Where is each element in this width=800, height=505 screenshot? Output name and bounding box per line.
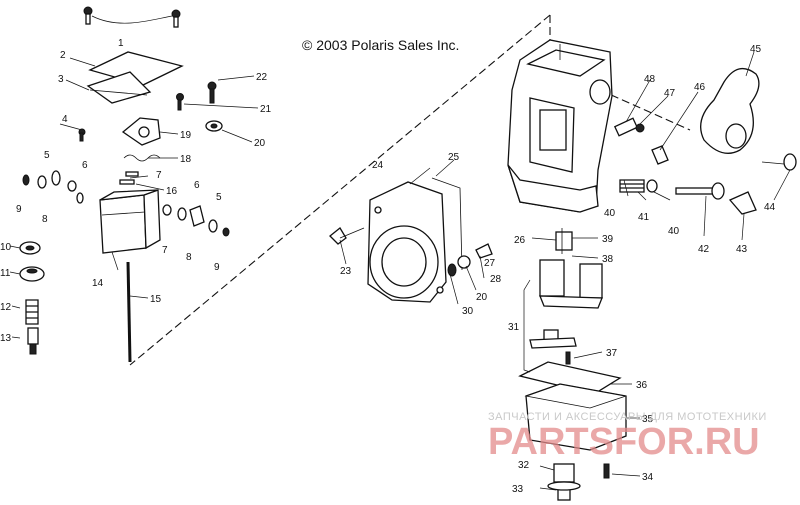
- callout-2: 2: [60, 50, 66, 61]
- washers-left-5-6-8-9: [22, 170, 84, 204]
- nut-part-20: [205, 120, 223, 132]
- callout-9a: 9: [16, 204, 22, 215]
- callout-31: 31: [508, 322, 520, 333]
- carburetor-body: [507, 39, 613, 213]
- callout-40a: 40: [604, 208, 616, 219]
- callout-40b: 40: [668, 226, 680, 237]
- callout-39: 39: [602, 234, 614, 245]
- fitting-part-46: [651, 145, 669, 165]
- callout-20b: 20: [476, 292, 488, 303]
- callout-6a: 6: [82, 160, 88, 171]
- spring-clip-part-18: [123, 154, 161, 162]
- callout-6b: 6: [194, 180, 200, 191]
- idle-screw-stack-10-13: [19, 241, 45, 355]
- callout-23: 23: [340, 266, 352, 277]
- watermark: ЗАПЧАСТИ И АКСЕССУАРЫ ДЛЯ МОТОТЕХНИКИ PA…: [488, 411, 767, 463]
- dashed-axis-line: [599, 89, 691, 131]
- screw-part-23: [329, 227, 365, 245]
- callout-19: 19: [180, 130, 192, 141]
- drain-fitting-part-32-33: [547, 463, 581, 501]
- callout-24: 24: [372, 160, 384, 171]
- callout-14: 14: [92, 278, 104, 289]
- callout-44: 44: [764, 202, 776, 213]
- copyright-text: © 2003 Polaris Sales Inc.: [302, 37, 459, 53]
- callout-13: 13: [0, 333, 12, 344]
- callout-8a: 8: [42, 214, 48, 225]
- callout-22: 22: [256, 72, 268, 83]
- small-parts-27-28-30-20: [447, 243, 493, 277]
- callout-20a: 20: [254, 138, 266, 149]
- callout-11: 11: [0, 268, 11, 279]
- callout-27: 27: [484, 258, 496, 269]
- callout-45: 45: [750, 44, 762, 55]
- washers-right-5-6-7-8-9: [162, 204, 230, 237]
- needle-valve-part-31: [529, 329, 577, 349]
- small-screw-part-4: [59, 123, 86, 142]
- callout-47: 47: [664, 88, 676, 99]
- callout-5b: 5: [216, 192, 222, 203]
- spring-part-41: [619, 179, 645, 193]
- callout-33: 33: [512, 484, 524, 495]
- callout-21: 21: [260, 104, 272, 115]
- callout-43: 43: [736, 244, 748, 255]
- slide-assembly-part-26-39: [555, 228, 573, 254]
- float-bowl-part-35: [524, 383, 627, 451]
- callout-15: 15: [150, 294, 162, 305]
- callout-28: 28: [490, 274, 502, 285]
- lever-part-43: [728, 191, 757, 215]
- callout-26: 26: [514, 235, 526, 246]
- callout-38: 38: [602, 254, 614, 265]
- callout-48: 48: [644, 74, 656, 85]
- callout-41: 41: [638, 212, 650, 223]
- gasket-part-25: [431, 177, 463, 271]
- cap-part-45: [700, 67, 760, 154]
- callout-12: 12: [0, 302, 12, 313]
- float-assembly-part-38: [539, 259, 603, 309]
- callout-7b: 7: [162, 245, 168, 256]
- callout-8b: 8: [186, 252, 192, 263]
- callout-18: 18: [180, 154, 192, 165]
- callout-7a: 7: [156, 170, 162, 181]
- screw-part-21: [176, 93, 184, 111]
- callout-10: 10: [0, 242, 12, 253]
- rod-part-15: [126, 261, 132, 363]
- callout-35: 35: [642, 414, 654, 425]
- callout-25: 25: [448, 152, 460, 163]
- throttle-bracket-part-19: [121, 117, 161, 146]
- leader-lines: [9, 51, 791, 491]
- washer-part-40: [646, 179, 658, 193]
- top-screws: [83, 6, 181, 28]
- callout-numbers: 1 2 3 4 5 5 6 6 7 7 8 8 9 9 10 11 12 13 …: [0, 38, 776, 495]
- callout-3: 3: [58, 74, 64, 85]
- callout-4: 4: [62, 114, 68, 125]
- callout-42: 42: [698, 244, 710, 255]
- jets-part-7-16: [119, 171, 139, 185]
- callout-36: 36: [636, 380, 648, 391]
- watermark-brand: PARTSFOR.RU: [488, 421, 760, 463]
- top-cover-plate: [86, 51, 184, 104]
- fitting-part-47-48: [613, 117, 645, 137]
- callout-46: 46: [694, 82, 706, 93]
- callout-9b: 9: [214, 262, 220, 273]
- shaft-part-42: [675, 182, 725, 200]
- callout-32: 32: [518, 460, 530, 471]
- callout-30: 30: [462, 306, 474, 317]
- dashed-boundary-line: [129, 14, 551, 366]
- callout-34: 34: [642, 472, 654, 483]
- callout-1: 1: [118, 38, 124, 49]
- float-bowl-part-14: [99, 189, 161, 254]
- watermark-tagline: ЗАПЧАСТИ И АКСЕССУАРЫ ДЛЯ МОТОТЕХНИКИ: [488, 411, 767, 423]
- screw-part-37: [565, 351, 571, 365]
- cover-plate-part-24: [367, 181, 447, 303]
- callout-37: 37: [606, 348, 618, 359]
- callout-5a: 5: [44, 150, 50, 161]
- callout-16: 16: [166, 186, 178, 197]
- screw-part-44: [761, 153, 797, 171]
- screw-part-34: [603, 463, 610, 479]
- screw-part-22: [207, 81, 217, 104]
